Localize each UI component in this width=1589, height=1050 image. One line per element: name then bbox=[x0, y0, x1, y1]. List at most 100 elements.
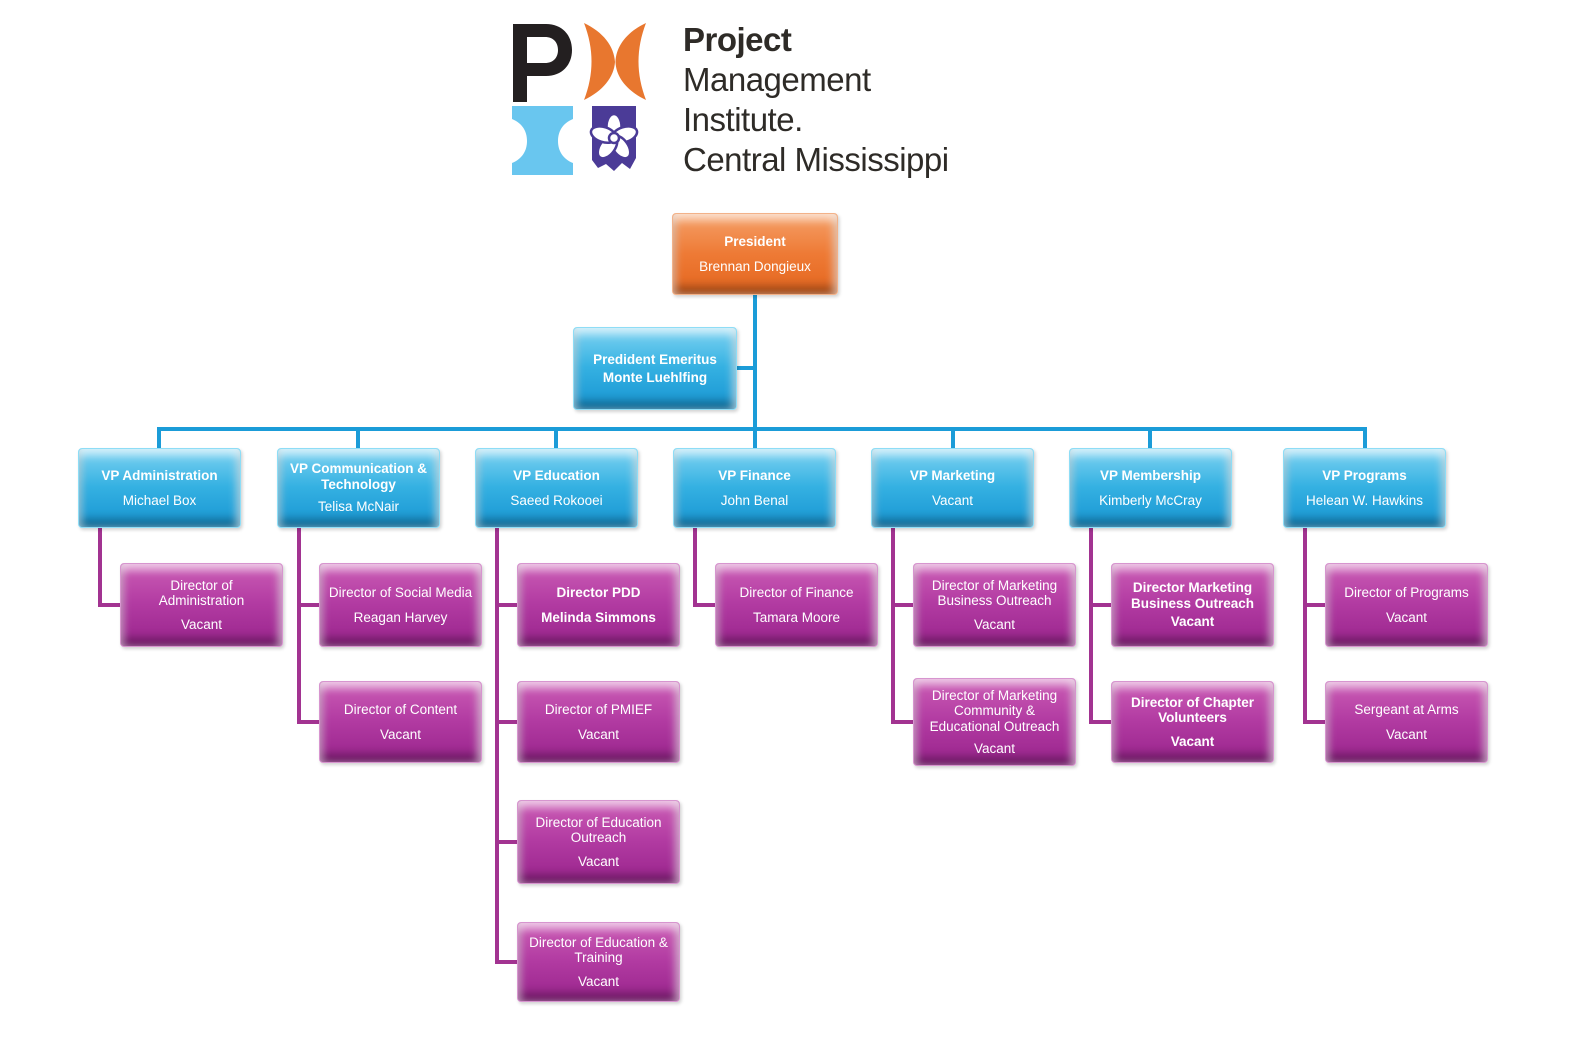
connector-line bbox=[495, 603, 519, 607]
logo-line-chapter: Central Mississippi bbox=[683, 141, 949, 178]
connector-line bbox=[297, 720, 321, 724]
node-name: Tamara Moore bbox=[752, 609, 841, 625]
connector-line bbox=[1363, 427, 1367, 450]
node-title: Director of Administration bbox=[158, 577, 245, 609]
pmi-logo: Project Management Institute. Central Mi… bbox=[487, 12, 1055, 185]
connector-line bbox=[891, 720, 915, 724]
connector-line bbox=[297, 603, 321, 607]
connector-line bbox=[1089, 528, 1093, 724]
org-node-dir-marketing-community: Director of Marketing Community & Educat… bbox=[913, 678, 1076, 766]
connector-line bbox=[891, 528, 895, 724]
connector-line bbox=[495, 840, 519, 844]
connector-line bbox=[495, 960, 519, 964]
node-title: Director of Finance bbox=[739, 584, 854, 600]
node-title: Director of Programs bbox=[1344, 584, 1469, 600]
node-name: Monte Luehlfing bbox=[602, 369, 708, 385]
node-name: Kimberly McCray bbox=[1099, 492, 1202, 508]
node-title: VP Finance bbox=[718, 467, 791, 483]
letter-p-shape bbox=[513, 24, 572, 102]
node-name: Vacant bbox=[180, 616, 223, 632]
node-title: VP Education bbox=[513, 467, 600, 483]
connector-line bbox=[1303, 603, 1327, 607]
node-title: VP Marketing bbox=[909, 467, 996, 483]
node-title: Director of Social Media bbox=[328, 584, 473, 600]
connector-line bbox=[891, 603, 915, 607]
connector-line bbox=[157, 427, 161, 450]
logo-line-management: Management bbox=[683, 61, 871, 98]
connector-line bbox=[98, 528, 102, 607]
node-name: Vacant bbox=[931, 492, 974, 508]
connector-line bbox=[495, 528, 499, 964]
node-title: Director of Education Outreach bbox=[535, 814, 662, 846]
node-title: Director of Education & Training bbox=[529, 934, 668, 966]
node-name: John Benal bbox=[720, 492, 789, 508]
org-node-dir-pdd: Director PDD Melinda Simmons bbox=[517, 563, 680, 647]
node-title: Director of Chapter Volunteers bbox=[1130, 694, 1255, 726]
connector-line bbox=[1303, 528, 1307, 724]
connector-line bbox=[157, 427, 1367, 431]
node-name: Vacant bbox=[973, 616, 1016, 632]
connector-line bbox=[693, 528, 697, 607]
node-name: Vacant bbox=[1170, 733, 1215, 749]
node-title: Director of Marketing Business Outreach bbox=[931, 577, 1058, 609]
logo-line-institute: Institute. bbox=[683, 101, 803, 138]
connector-line bbox=[297, 528, 301, 724]
node-name: Vacant bbox=[577, 726, 620, 742]
node-name: Reagan Harvey bbox=[353, 609, 448, 625]
node-name: Vacant bbox=[577, 973, 620, 989]
node-title: Director Marketing Business Outreach bbox=[1130, 580, 1255, 611]
connector-line bbox=[735, 366, 757, 370]
node-title: VP Membership bbox=[1099, 467, 1202, 483]
pmi-logo-text: Project Management Institute. Central Mi… bbox=[683, 20, 949, 180]
connector-line bbox=[1148, 427, 1152, 450]
bowtie-shape-right bbox=[615, 23, 646, 100]
node-title: Predident Emeritus bbox=[593, 351, 717, 367]
node-title: Sergeant at Arms bbox=[1354, 701, 1459, 717]
hourglass-shape bbox=[512, 106, 573, 175]
node-name: Vacant bbox=[379, 726, 422, 742]
node-name: Saeed Rokooei bbox=[510, 492, 603, 508]
node-name: Telisa McNair bbox=[317, 499, 399, 515]
connector-line bbox=[1089, 603, 1113, 607]
node-name: Vacant bbox=[1385, 609, 1428, 625]
connector-line bbox=[356, 427, 360, 450]
node-name: Melinda Simmons bbox=[541, 609, 656, 625]
connector-line bbox=[1303, 720, 1327, 724]
node-title: VP Communication & Technology bbox=[289, 461, 428, 492]
node-title: Director of PMIEF bbox=[544, 701, 653, 717]
connector-line bbox=[753, 427, 757, 450]
connector-line bbox=[753, 293, 757, 429]
connector-line bbox=[554, 427, 558, 450]
connector-line bbox=[98, 603, 122, 607]
connector-line bbox=[693, 603, 717, 607]
connector-line bbox=[1089, 720, 1113, 724]
org-node-dir-pmief: Director of PMIEF Vacant bbox=[517, 681, 680, 763]
node-title: Director of Content bbox=[343, 701, 458, 717]
connector-line bbox=[495, 720, 519, 724]
node-name: Vacant bbox=[577, 853, 620, 869]
node-name: Michael Box bbox=[122, 492, 197, 508]
node-title: VP Programs bbox=[1322, 467, 1407, 483]
connector-line bbox=[951, 427, 955, 450]
node-title: Director PDD bbox=[556, 584, 641, 600]
